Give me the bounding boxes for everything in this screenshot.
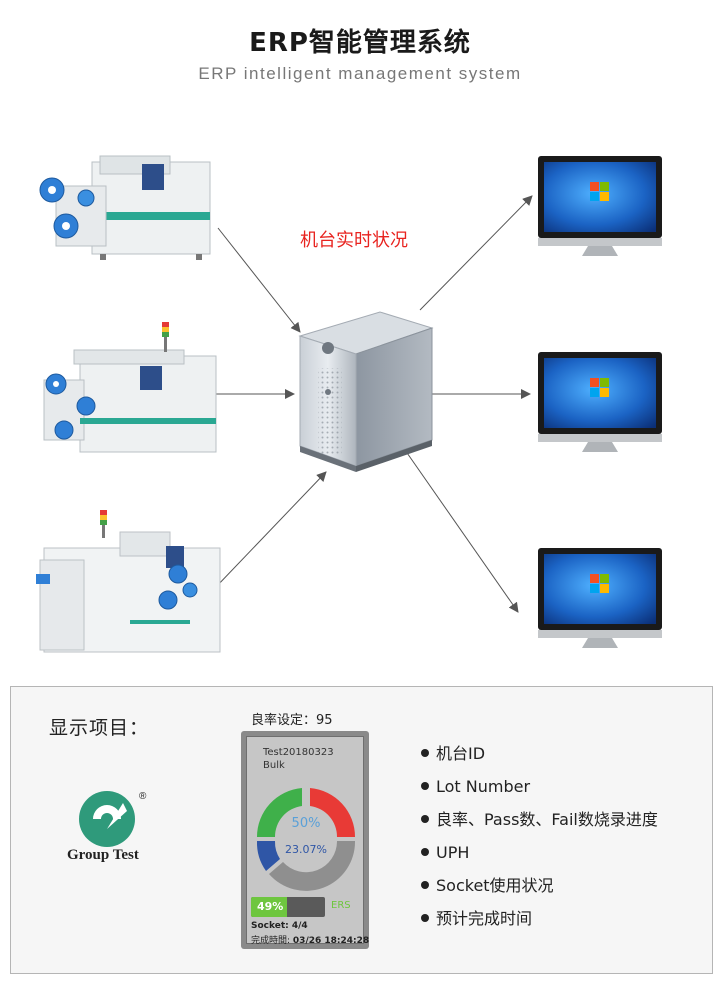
page-subtitle: ERP intelligent management system [198, 64, 522, 83]
registered-mark: ® [139, 791, 147, 802]
finish-time-row: 完成時間: 03/26 18:24:28 [251, 933, 369, 946]
feature-list: 机台ID Lot Number 良率、Pass数、Fail数烧录进度 UPH S… [421, 737, 658, 935]
feature-item: 良率、Pass数、Fail数烧录进度 [421, 803, 658, 836]
group-test-logo-text: Group Test [67, 847, 139, 863]
monitor-1-image [538, 156, 662, 256]
gauge-inner-pct: 23.07% [285, 843, 327, 856]
monitor-2-image [538, 352, 662, 452]
finish-time-label: 完成時間: [251, 936, 291, 946]
test-mode: Bulk [263, 760, 285, 771]
machine-3-image [36, 510, 221, 653]
arrow-machine-1-to-server [217, 227, 301, 333]
feature-item: Lot Number [421, 770, 658, 803]
arrow-server-to-monitor-1 [419, 195, 533, 311]
feature-item: 预计完成时间 [421, 902, 658, 935]
progress-bar-fill [251, 897, 288, 917]
finish-time-value: 03/26 18:24:28 [292, 936, 370, 946]
bullet-icon [421, 748, 429, 757]
machine-1-image [39, 155, 211, 260]
realtime-status-label: 机台实时状况 [300, 230, 408, 251]
erp-diagram [36, 155, 662, 653]
display-items-label: 显示项目： [49, 717, 150, 739]
feature-item: UPH [421, 836, 658, 869]
gauge-segment-grey [269, 841, 356, 891]
device-screen: Test20180323 Bulk 50% 23.07% 49% ERS Soc… [246, 736, 369, 946]
page-title: ERP智能管理系统 [249, 28, 471, 58]
progress-right-label: ERS [331, 900, 351, 911]
bullet-icon [421, 847, 429, 856]
feature-item: Socket使用状况 [421, 869, 658, 902]
bullet-icon [421, 781, 429, 790]
gauge-segment-blue [256, 841, 280, 871]
server-image [298, 311, 434, 472]
feature-item: 机台ID [421, 737, 658, 770]
gauge-segment-green [256, 788, 302, 837]
arrow-machine-3-to-server [214, 471, 327, 589]
progress-pct: 49% [257, 900, 284, 913]
monitor-3-image [538, 548, 662, 648]
yield-setting-label: 良率设定：95 [251, 713, 333, 728]
machine-2-image [43, 322, 217, 453]
device-screen-frame: Test20180323 Bulk 50% 23.07% 49% ERS Soc… [241, 731, 369, 949]
bullet-icon [421, 880, 429, 889]
test-name: Test20180323 [263, 747, 334, 758]
socket-status: Socket: 4/4 [251, 921, 308, 931]
yield-gauge: 50% 23.07% [256, 788, 356, 891]
display-items-panel: 显示项目： ® Group Test 良率设定：95 Test20180323 … [10, 686, 713, 974]
gauge-outer-pct: 50% [292, 816, 321, 831]
arrow-server-to-monitor-3 [404, 449, 519, 613]
bullet-icon [421, 814, 429, 823]
progress-bar: 49% [251, 897, 325, 917]
gauge-segment-red [310, 788, 356, 837]
bullet-icon [421, 913, 429, 922]
group-test-logo-icon: ® [79, 791, 147, 847]
